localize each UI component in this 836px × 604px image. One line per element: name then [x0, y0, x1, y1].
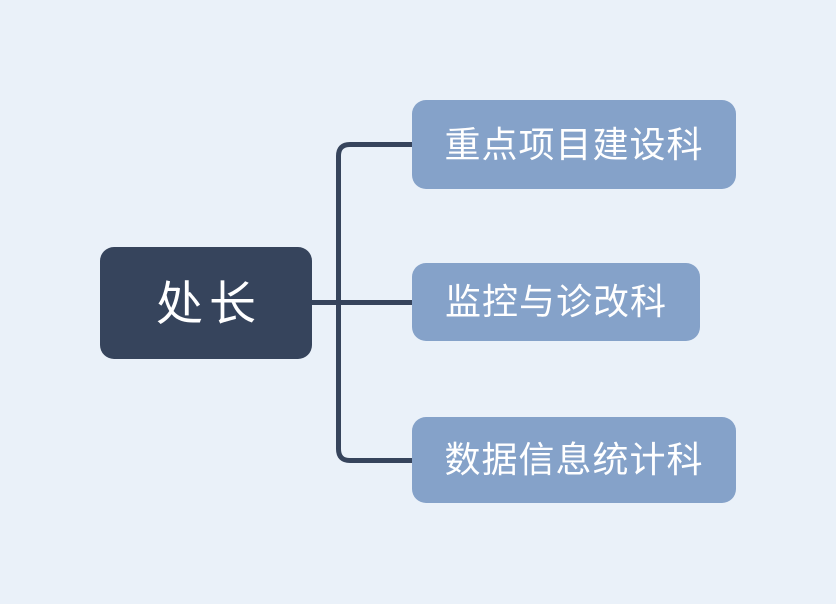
- node-child-data-information-statistics[interactable]: 数据信息统计科: [412, 417, 736, 503]
- node-child-label: 重点项目建设科: [444, 123, 704, 165]
- node-child-key-project-construction[interactable]: 重点项目建设科: [412, 100, 736, 189]
- node-root-label: 处长: [156, 276, 262, 330]
- connector-branch-0: [336, 142, 412, 303]
- node-root[interactable]: 处长: [100, 247, 312, 359]
- node-child-monitoring-diagnosis[interactable]: 监控与诊改科: [412, 263, 700, 341]
- node-child-label: 数据信息统计科: [444, 439, 704, 480]
- node-child-label: 监控与诊改科: [444, 281, 667, 322]
- connector-branch-2: [336, 302, 412, 463]
